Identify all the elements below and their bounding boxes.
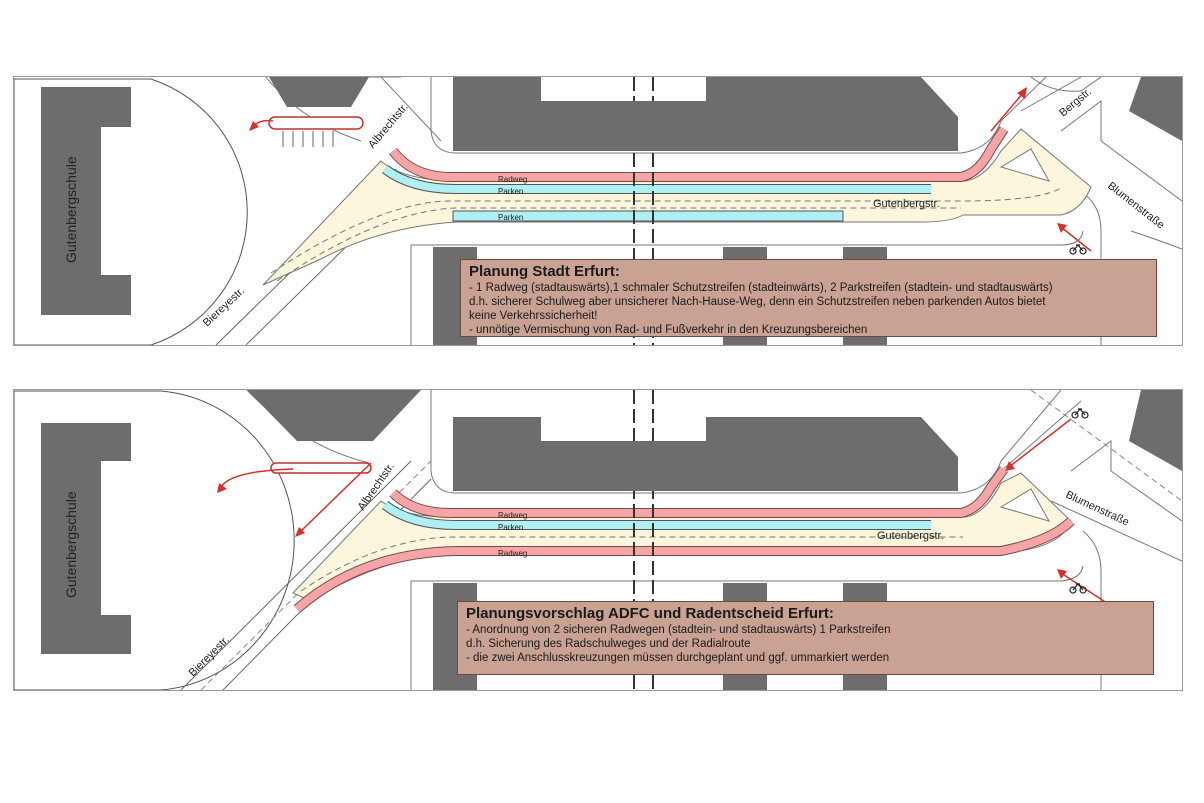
bicycle-icon [1069,244,1087,255]
building [1129,77,1182,141]
bike-lane-top [390,466,1008,517]
map-panel-top: Gutenbergschule Albrechtstr. Biereyestr.… [13,76,1183,346]
school-building [41,87,131,315]
building [247,390,421,441]
arrow-icon [1057,223,1067,233]
info-box-city-plan: Planung Stadt Erfurt: - 1 Radweg (stadta… [460,259,1157,337]
arrow-icon [1017,87,1027,99]
info-box-line: - unnötige Vermischung von Rad- und Fußv… [469,324,868,336]
arrow-icon [217,483,227,493]
label-lane-radweg: Radweg [498,511,527,520]
info-box-line: - die zwei Anschlusskreuzungen müssen du… [466,652,890,664]
info-box-line: d.h. sicherer Schulweg aber unsicherer N… [469,296,1046,308]
info-box-title: Planung Stadt Erfurt: [469,263,620,280]
label-gutenbergstrasse: Gutenbergstr. [873,198,940,210]
arrow-icon [1005,461,1015,471]
building [269,77,369,107]
building [1129,390,1182,471]
parking-lane-lower [452,210,844,222]
building [453,77,958,151]
info-box-title: Planungsvorschlag ADFC und Radentscheid … [466,605,834,622]
arrow-icon [295,527,305,537]
info-box-line: - Anordnung von 2 sicheren Radwegen (sta… [466,624,891,636]
building [453,417,958,491]
info-box-line: keine Verkehrssicherheit! [469,310,598,322]
parking-lane-top [382,501,931,529]
info-box-adfc-proposal: Planungsvorschlag ADFC und Radentscheid … [457,601,1154,675]
label-lane-parken: Parken [498,187,523,196]
label-school: Gutenbergschule [63,491,79,598]
bike-lane-bottom [294,518,1074,613]
bike-lane-top [389,126,1008,181]
parking-lane-top [382,165,931,193]
bicycle-icon [1071,408,1089,419]
label-blumenstrasse: Blumenstraße [1105,180,1166,232]
label-albrechtstrasse: Albrechtstr. [366,101,411,151]
arrow-icon [1057,569,1067,579]
info-box-line: - 1 Radweg (stadtauswärts),1 schmaler Sc… [469,282,1053,294]
label-lane-radweg-lower: Radweg [498,549,527,558]
label-gutenbergstrasse: Gutenbergstr. [877,530,944,542]
label-lane-parken: Parken [498,523,523,532]
map-drawing-bottom: Gutenbergschule Albrechtstr. Biereyestr.… [14,390,1182,690]
bicycle-icon [1069,583,1087,594]
map-panel-bottom: Gutenbergschule Albrechtstr. Biereyestr.… [13,389,1183,691]
school-building [41,423,131,654]
label-school: Gutenbergschule [63,156,79,263]
label-lane-radweg: Radweg [498,175,527,184]
label-lane-parken-lower: Parken [498,213,523,222]
arrow-icon [249,121,259,131]
info-box-line: d.h. Sicherung des Radschulweges und der… [466,638,751,650]
